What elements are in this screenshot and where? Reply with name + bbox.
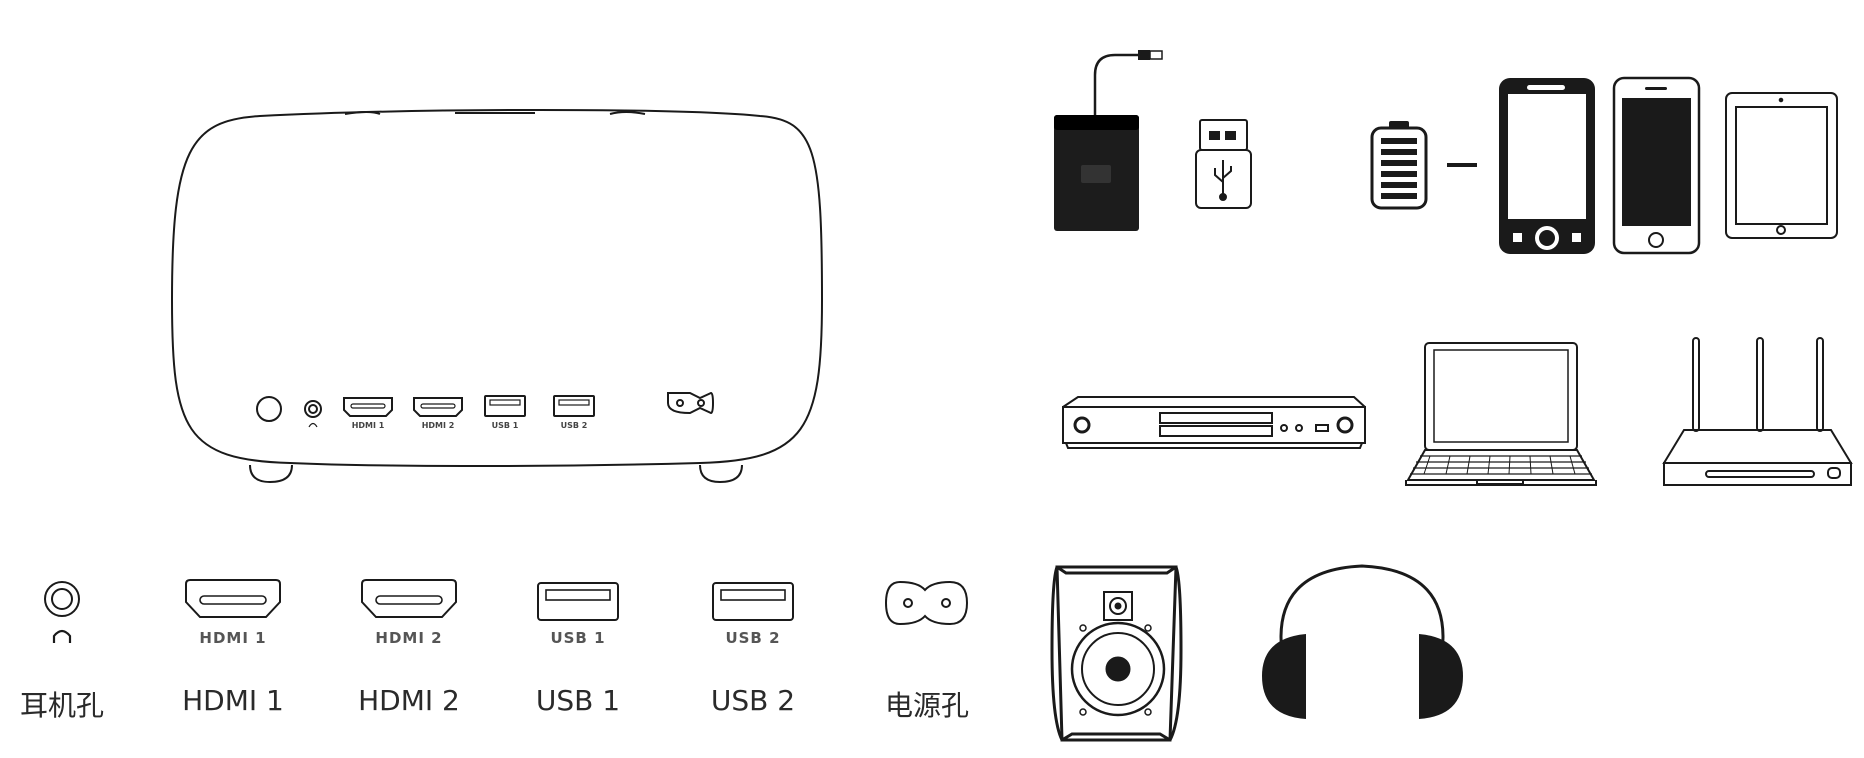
usb2-port-icon — [712, 582, 794, 621]
speaker-icon — [1050, 565, 1183, 742]
port-tag-hdmi1: HDMI 1 — [199, 629, 266, 647]
external-hard-drive-icon — [1054, 50, 1163, 231]
usb1-port-icon — [537, 582, 619, 621]
power-bank-icon — [1370, 121, 1477, 210]
projector-hdmi1-port-icon — [343, 397, 393, 417]
power-button-icon — [256, 396, 282, 422]
headphones-icon — [1262, 564, 1463, 719]
laptop-icon — [1405, 342, 1597, 486]
projector-usb2-port-icon — [553, 395, 595, 417]
label-usb1: USB 1 — [535, 684, 621, 717]
projector-usb1-port-icon — [484, 395, 526, 417]
projector-port-tags: HDMI 1 HDMI 2 USB 1 USB 2 — [352, 421, 588, 430]
usb-flash-drive-icon — [1195, 119, 1252, 209]
feature-phone-icon — [1499, 78, 1595, 254]
port-tag-usb2: USB 2 — [725, 629, 780, 647]
dvd-player-icon — [1062, 396, 1366, 449]
label-headphone-jack: 耳机孔 — [19, 689, 104, 722]
port-tags: HDMI 1 HDMI 2 USB 1 USB 2 — [199, 629, 780, 647]
label-hdmi1: HDMI 1 — [182, 684, 284, 717]
label-usb2: USB 2 — [710, 684, 796, 717]
projector-hdmi2-port-icon — [413, 397, 463, 417]
projector-tag-usb2: USB 2 — [561, 421, 588, 430]
hdmi2-port-icon — [361, 579, 457, 618]
projector-tag-hdmi2: HDMI 2 — [422, 421, 455, 430]
label-power-socket: 电源孔 — [884, 689, 969, 722]
projector-tag-usb1: USB 1 — [492, 421, 519, 430]
port-tag-usb1: USB 1 — [550, 629, 605, 647]
power-socket-icon — [884, 580, 969, 626]
port-tag-hdmi2: HDMI 2 — [375, 629, 442, 647]
projector-power-socket-icon — [667, 391, 715, 415]
smartphone-icon — [1612, 76, 1701, 255]
projector-rear-view — [170, 109, 824, 484]
headphone-jack-icon — [44, 581, 80, 643]
tablet-icon — [1725, 92, 1838, 239]
projector-headphone-jack-icon — [304, 400, 322, 418]
projector-tag-hdmi1: HDMI 1 — [352, 421, 385, 430]
hdmi1-port-icon — [185, 579, 281, 618]
wifi-router-icon — [1662, 337, 1853, 486]
label-hdmi2: HDMI 2 — [358, 684, 460, 717]
